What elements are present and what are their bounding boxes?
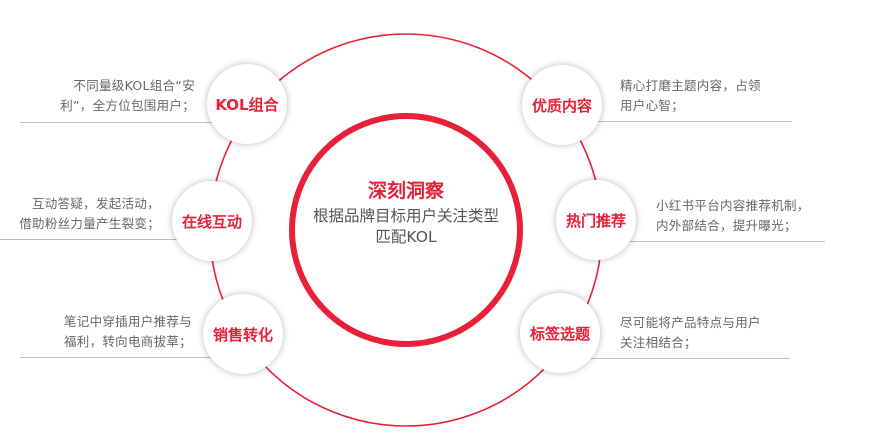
- node-hot-recommend: 热门推荐: [556, 180, 636, 260]
- node-tag-topic: 标签选题: [520, 293, 600, 373]
- center-text: 深刻洞察 根据品牌目标用户关注类型 匹配KOL: [296, 178, 516, 248]
- desc-content-line1: 精心打磨主题内容，占领: [620, 78, 761, 93]
- desc-sales-line2: 福利，转向电商拔草；: [63, 334, 192, 349]
- desc-interact-line2: 借助粉丝力量产生裂变；: [19, 216, 160, 231]
- desc-kol-combo: 不同量级KOL组合“安 利”，全方位包围用户；: [60, 76, 195, 116]
- node-sales-conversion: 销售转化: [203, 294, 283, 374]
- desc-hot-recommend: 小红书平台内容推荐机制， 内外部结合，提升曝光；: [656, 196, 810, 236]
- desc-tag-line2: 关注相结合；: [620, 335, 697, 350]
- connector-line-tag: [560, 358, 790, 359]
- connector-line-kol: [20, 122, 228, 123]
- desc-hot-line2: 内外部结合，提升曝光；: [656, 218, 797, 233]
- desc-kol-line2: 利”，全方位包围用户；: [60, 98, 195, 113]
- node-online-interaction: 在线互动: [172, 181, 252, 261]
- desc-sales-conversion: 笔记中穿插用户推荐与 福利，转向电商拔草；: [64, 312, 192, 352]
- node-quality-content: 优质内容: [522, 65, 602, 145]
- desc-kol-line1: 不同量级KOL组合“安: [73, 78, 195, 93]
- desc-interact-line1: 互动答疑，发起活动，: [31, 196, 160, 211]
- connector-line-content: [560, 121, 792, 122]
- connector-line-sales: [20, 357, 230, 358]
- desc-tag-topic: 尽可能将产品特点与用户 关注相结合；: [620, 313, 761, 353]
- center-title: 深刻洞察: [367, 180, 444, 202]
- desc-quality-content: 精心打磨主题内容，占领 用户心智；: [620, 76, 761, 116]
- connector-line-interact: [0, 239, 198, 240]
- center-subtitle-line1: 根据品牌目标用户关注类型: [312, 207, 499, 225]
- center-subtitle-line2: 匹配KOL: [375, 228, 437, 246]
- desc-tag-line1: 尽可能将产品特点与用户: [620, 315, 761, 330]
- desc-content-line2: 用户心智；: [620, 98, 685, 113]
- desc-online-interaction: 互动答疑，发起活动， 借助粉丝力量产生裂变；: [19, 194, 160, 234]
- node-kol-combo: KOL组合: [207, 64, 287, 144]
- desc-sales-line1: 笔记中穿插用户推荐与: [63, 314, 192, 329]
- connector-line-hot: [596, 241, 825, 242]
- inner-ring: [289, 113, 523, 347]
- desc-hot-line1: 小红书平台内容推荐机制，: [656, 198, 810, 213]
